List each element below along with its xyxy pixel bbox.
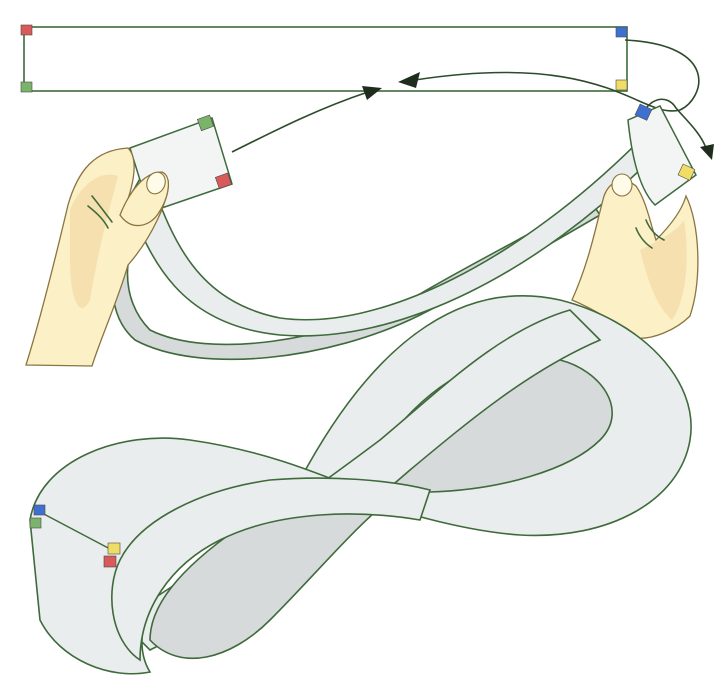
corner-marker-green-left-end [196,114,215,132]
corner-marker-blue [615,26,628,38]
lift-arrow [231,91,369,153]
corner-marker-red-left-end [214,172,233,190]
motion-arrows [231,39,714,160]
twist-arrow-head [700,144,714,160]
mobius-seam [39,511,113,551]
corner-marker-blue-right-end [634,103,653,121]
corner-marker-yellow-right-end [677,163,696,181]
left-hand-knuckles [87,195,113,229]
right-hand-knuckles [635,219,665,249]
corner-marker-green [20,81,33,93]
left-hand [25,147,169,367]
right-thumbnail [611,173,633,197]
loop-arrow [414,39,700,112]
left-thumbnail [146,171,166,195]
right-hand [571,173,699,339]
corner-marker-yellow [615,79,628,91]
twist-arrow [639,98,707,149]
loop-arrow-head [398,72,420,88]
right-hand-shade [640,220,687,320]
corner-marker-blue-seam [33,504,46,516]
mobius-front [111,477,432,662]
corner-marker-yellow-seam [107,542,121,555]
flat-strip-rectangle [23,26,628,92]
lift-arrow-head [362,86,382,100]
left-hand-shade [70,174,118,308]
right-strip-end [627,105,697,206]
mobius-strip [29,295,692,675]
corner-marker-green-seam [29,517,42,529]
corner-marker-red-seam [103,555,117,568]
held-strip [111,103,697,361]
flat-strip [20,24,628,93]
corner-marker-red [20,24,33,36]
